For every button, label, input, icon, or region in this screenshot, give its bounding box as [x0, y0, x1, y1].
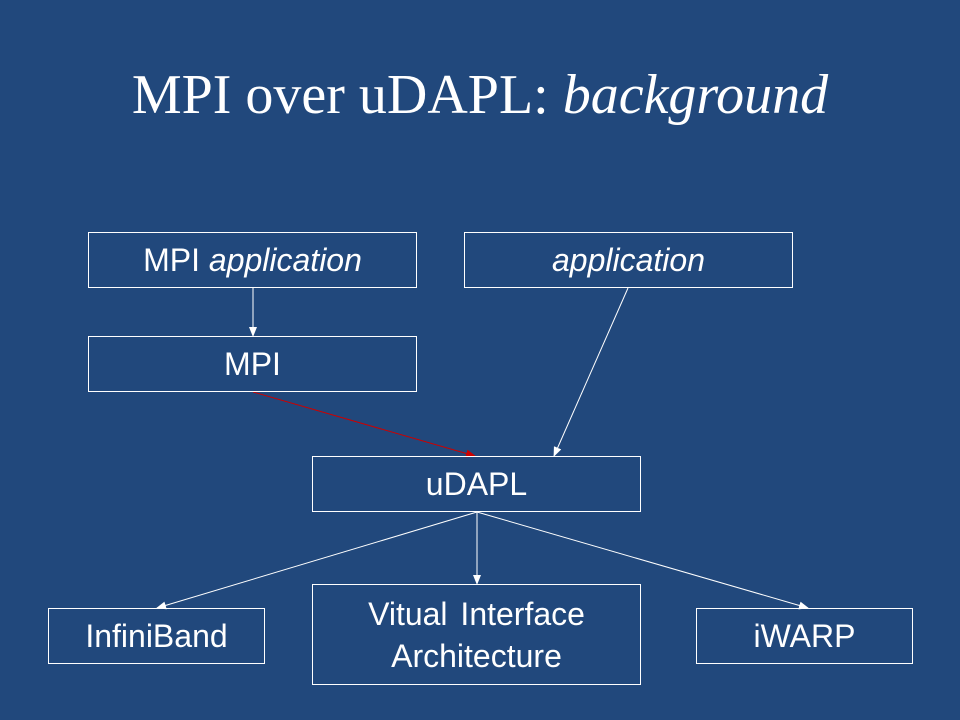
node-mpi-application-prefix: MPI	[143, 242, 209, 278]
node-mpi-label: MPI	[224, 346, 281, 382]
arrow-application-to-udapl	[553, 287, 629, 457]
arrow-mpi-to-udapl	[252, 391, 476, 458]
node-application-label: application	[552, 242, 705, 278]
node-via: Vitual Interface Architecture	[312, 584, 641, 685]
node-application: application	[464, 232, 793, 288]
title-main: MPI over uDAPL:	[131, 64, 563, 126]
node-infiniband: InfiniBand	[48, 608, 265, 664]
node-mpi: MPI	[88, 336, 417, 392]
node-mpi-application: MPI application	[88, 232, 417, 288]
slide-title: MPI over uDAPL: background	[0, 55, 960, 135]
node-via-line1: Vitual Interface	[368, 595, 585, 632]
node-via-line2: Architecture	[391, 637, 562, 674]
node-udapl-label: uDAPL	[425, 466, 528, 502]
title-emphasis: background	[562, 64, 829, 126]
arrow-udapl-to-iwarp	[476, 511, 809, 610]
node-udapl: uDAPL	[312, 456, 641, 512]
node-infiniband-label: InfiniBand	[85, 618, 228, 654]
node-mpi-application-emphasis: application	[208, 242, 362, 278]
node-iwarp-label: iWARP	[753, 618, 856, 654]
arrow-udapl-to-infiniband	[156, 511, 478, 610]
node-iwarp: iWARP	[696, 608, 913, 664]
